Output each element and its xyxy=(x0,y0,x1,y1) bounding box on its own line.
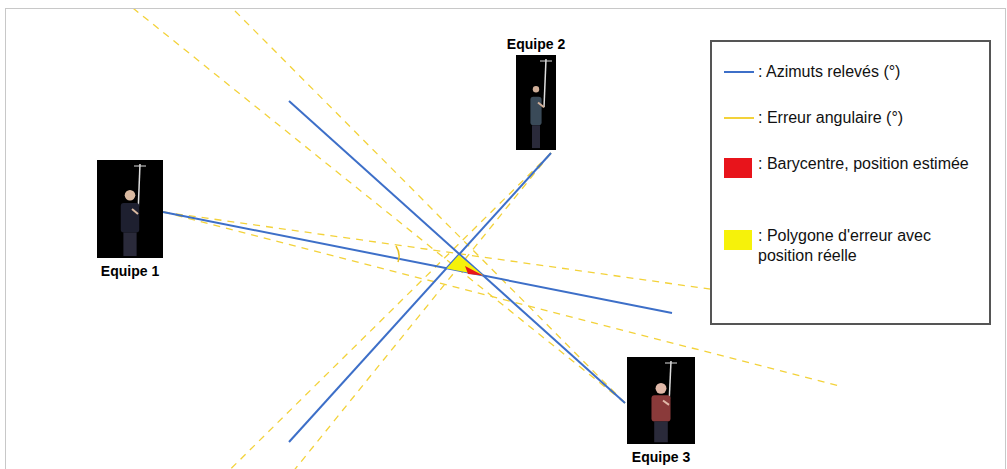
team-photo: Equipe 3 xyxy=(627,357,695,444)
team-label: Equipe 2 xyxy=(507,36,565,52)
error-polygon xyxy=(447,255,484,276)
legend-text: : Azimuts relevés (°) xyxy=(758,62,980,82)
error-ray xyxy=(53,153,551,469)
legend-swatch xyxy=(724,158,752,178)
team-photo: Equipe 2 xyxy=(516,55,556,150)
legend-line-sample xyxy=(724,66,756,78)
error-ray xyxy=(79,9,625,403)
legend-text: : Polygone d'erreur avec position réelle xyxy=(758,226,980,266)
team-photo: Equipe 1 xyxy=(97,160,163,258)
error-ray xyxy=(111,153,551,469)
legend-text: : Erreur angulaire (°) xyxy=(758,108,980,128)
barycenter-mark xyxy=(465,266,483,276)
legend-swatch xyxy=(724,230,752,250)
person-figure xyxy=(627,357,695,444)
legend-text: : Barycentre, position estimée xyxy=(758,154,980,174)
outer-frame xyxy=(6,9,1006,469)
person-figure xyxy=(516,55,556,150)
team-label: Equipe 1 xyxy=(101,263,159,279)
azimuth-line xyxy=(289,153,551,442)
legend-line-sample xyxy=(724,112,756,124)
angle-arc xyxy=(396,246,399,262)
azimuth-line xyxy=(163,212,672,313)
azimuth-line xyxy=(289,101,625,403)
legend-box: : Azimuts relevés (°) : Erreur angulaire … xyxy=(710,40,991,325)
team-label: Equipe 3 xyxy=(632,449,690,465)
person-figure xyxy=(97,160,163,258)
